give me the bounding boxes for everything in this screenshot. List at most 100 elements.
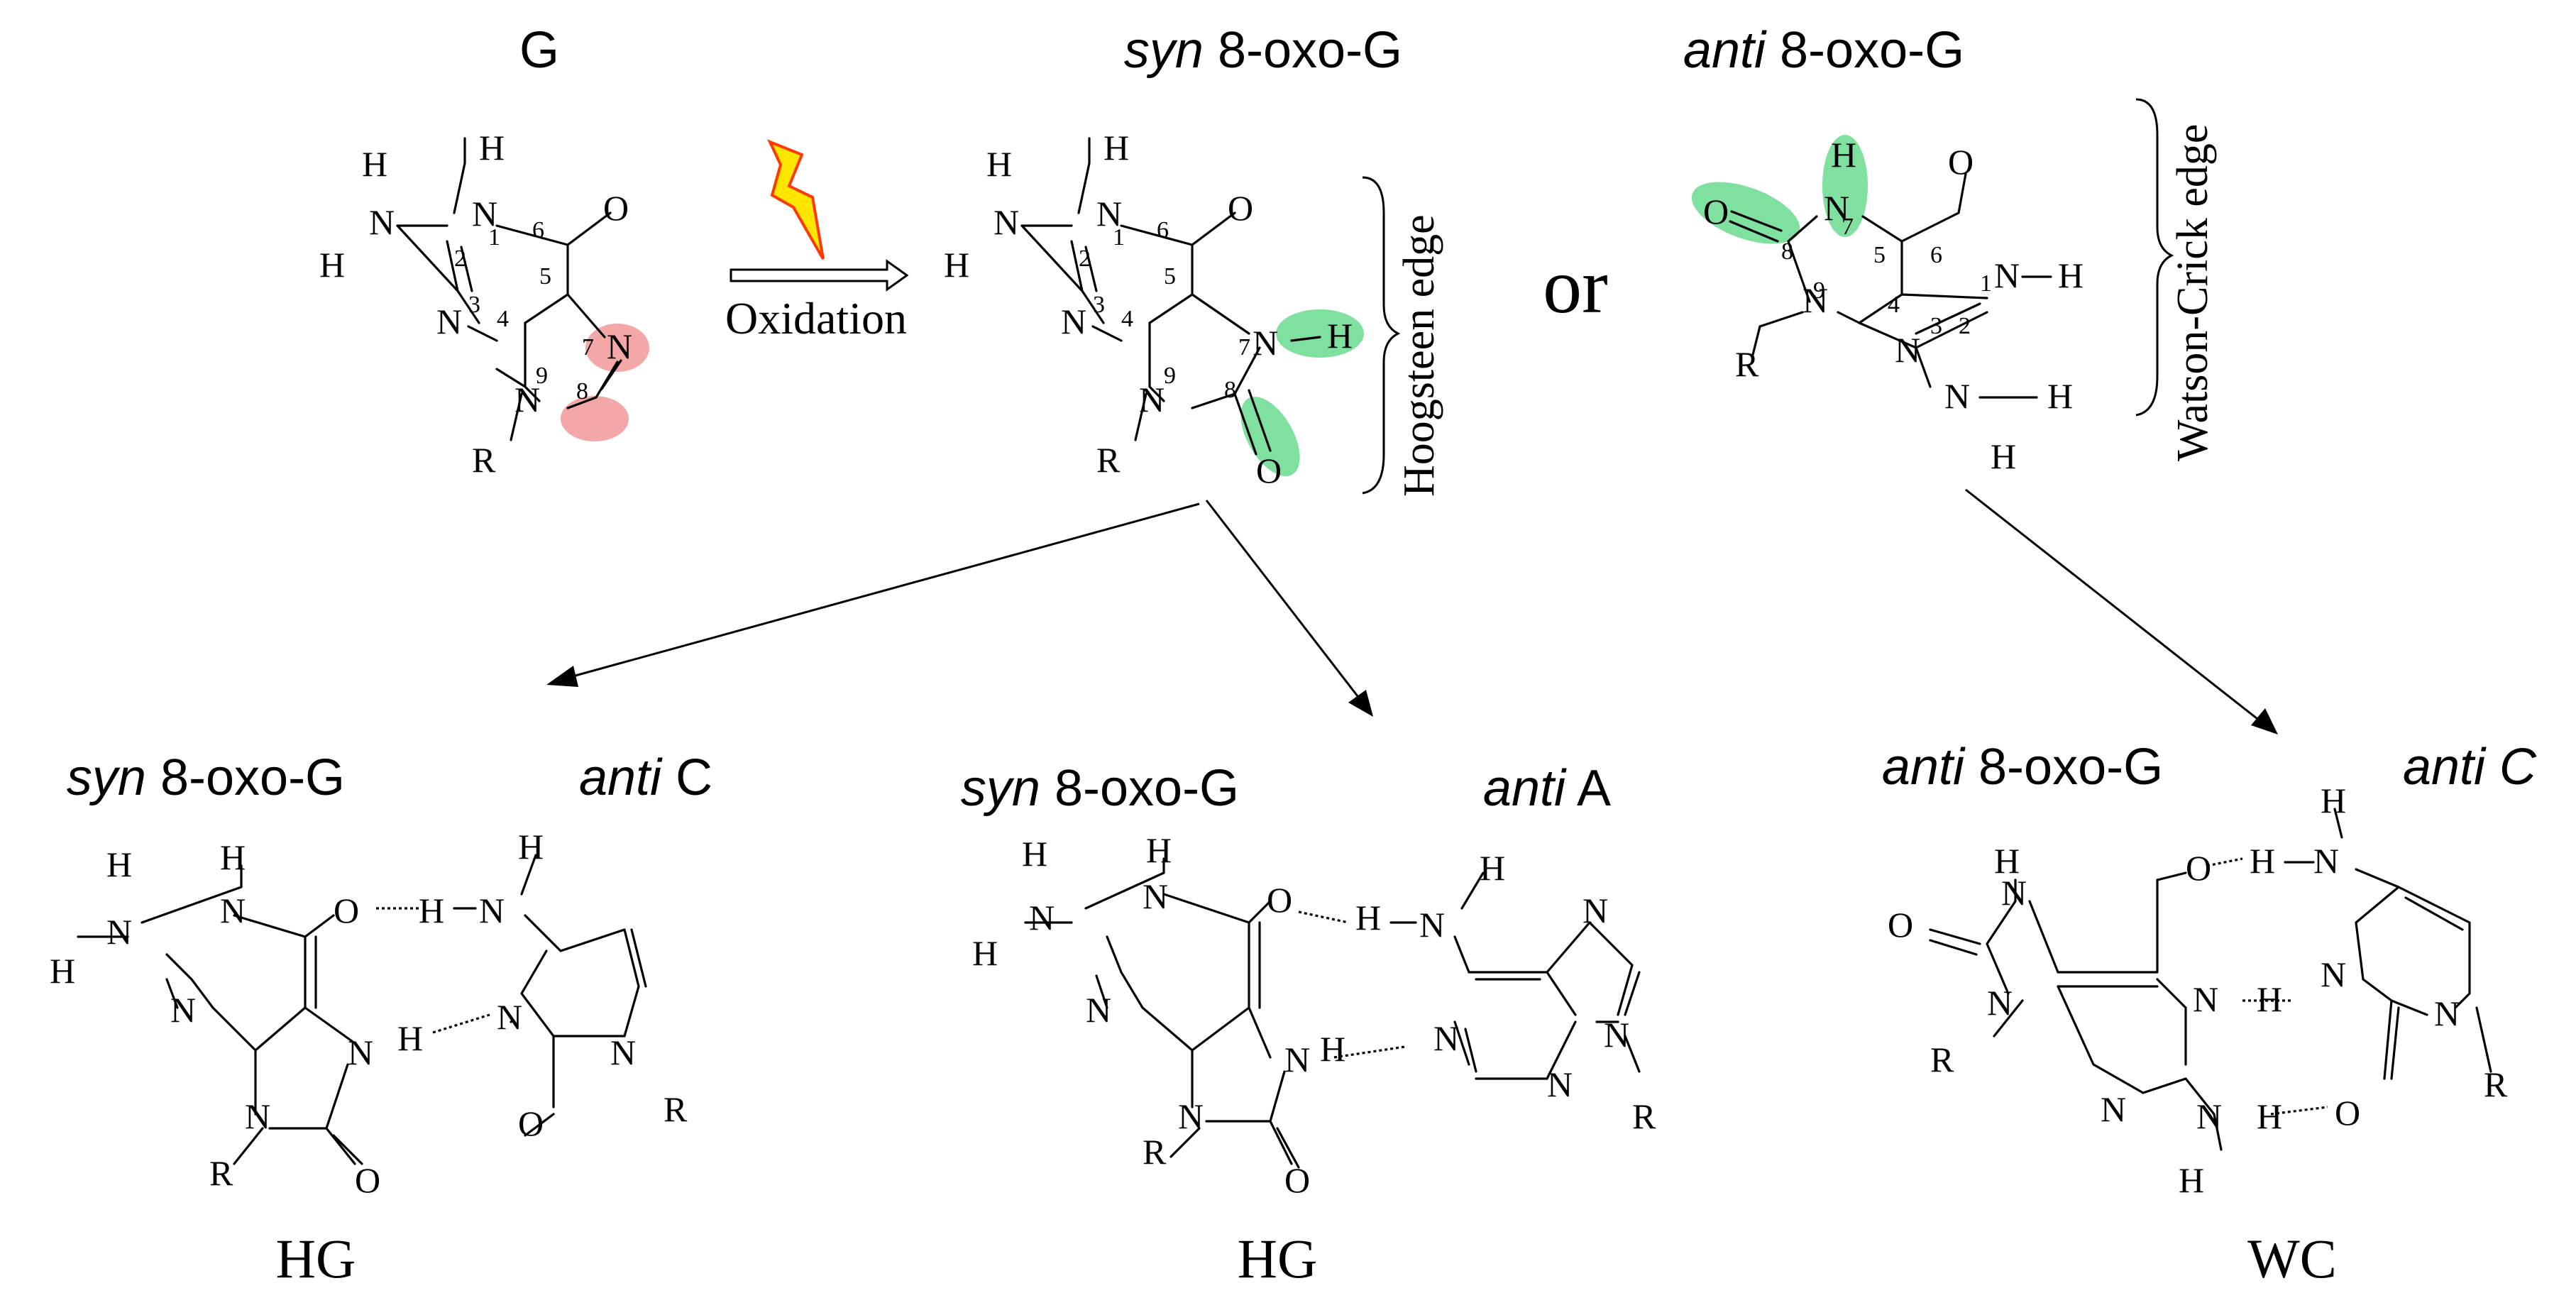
svg-text:6: 6 [1930, 242, 1942, 268]
svg-text:R: R [209, 1153, 233, 1193]
svg-text:N: N [348, 1033, 373, 1072]
arrow-to-syn-anti-c [546, 502, 1200, 687]
svg-text:O: O [334, 891, 359, 930]
svg-text:H: H [2321, 781, 2346, 820]
svg-text:H: H [518, 827, 544, 866]
svg-text:N: N [2193, 979, 2218, 1019]
or-label: or [1543, 243, 1608, 329]
svg-text:8: 8 [1781, 238, 1793, 265]
title-g: G [519, 22, 559, 79]
svg-text:R: R [2484, 1064, 2508, 1104]
svg-text:H: H [1022, 834, 1047, 874]
arrow-to-anti-anti-c [1965, 488, 2278, 734]
svg-text:H: H [1320, 1029, 1345, 1069]
svg-text:5: 5 [1873, 242, 1886, 268]
svg-text:4: 4 [1121, 306, 1133, 332]
svg-text:H: H [2058, 255, 2084, 295]
svg-text:3: 3 [468, 292, 480, 318]
svg-text:H: H [419, 891, 444, 930]
svg-text:H: H [2257, 1096, 2282, 1136]
oxidation-site-c8 [561, 396, 629, 441]
svg-text:H: H [397, 1018, 423, 1058]
svg-text:N: N [1944, 376, 1970, 416]
svg-text:N: N [479, 891, 505, 930]
oxidation-site-n7 [585, 324, 649, 372]
svg-text:N: N [2321, 954, 2346, 994]
svg-text:N: N [170, 990, 196, 1030]
svg-text:H: H [1103, 128, 1129, 167]
title-anti-8-oxo-g: anti 8-oxo-G [1683, 22, 1964, 79]
svg-text:8: 8 [1224, 377, 1236, 403]
anti-8-oxo-g-structure: O H N O N H N N R N H H 7 8 9 5 6 1 2 3 … [1691, 135, 2084, 476]
pair3-type-label: WC [2247, 1228, 2337, 1289]
svg-text:O: O [518, 1103, 544, 1143]
svg-text:H: H [986, 144, 1012, 184]
svg-text:9: 9 [1164, 363, 1176, 389]
svg-text:1: 1 [1113, 224, 1125, 251]
svg-text:O: O [1948, 142, 1974, 182]
svg-text:N: N [369, 202, 395, 242]
svg-text:1: 1 [1980, 270, 1992, 297]
svg-text:N: N [993, 202, 1019, 242]
oxidation-arrow [730, 259, 909, 292]
guanine-structure: H N H H N O N N N R 1 2 3 4 5 6 7 8 9 [319, 128, 649, 480]
svg-text:6: 6 [1157, 217, 1169, 243]
svg-text:R: R [1735, 344, 1759, 384]
svg-text:H: H [2179, 1160, 2204, 1200]
svg-text:N: N [220, 891, 246, 930]
svg-text:N: N [1419, 905, 1445, 945]
svg-text:H: H [1355, 898, 1381, 937]
svg-text:N: N [1547, 1064, 1573, 1104]
svg-text:N: N [2196, 1096, 2222, 1136]
svg-text:R: R [1143, 1132, 1167, 1172]
svg-text:1: 1 [488, 224, 500, 251]
arrow-to-syn-anti-a [1205, 500, 1373, 717]
svg-text:5: 5 [1164, 263, 1176, 290]
svg-text:N: N [1086, 990, 1111, 1030]
svg-text:O: O [1888, 905, 1913, 945]
watson-crick-brace [2135, 98, 2174, 417]
svg-text:N: N [610, 1033, 636, 1072]
svg-text:N: N [2001, 873, 2027, 913]
svg-text:O: O [1284, 1160, 1310, 1200]
svg-text:H: H [944, 245, 969, 285]
svg-text:5: 5 [539, 263, 551, 290]
svg-text:R: R [472, 440, 496, 480]
svg-text:O: O [1703, 192, 1729, 231]
svg-text:H: H [2257, 979, 2282, 1019]
pair1-right-label: anti C [579, 749, 712, 806]
svg-text:N: N [1583, 891, 1608, 930]
svg-text:N: N [2313, 841, 2339, 881]
svg-text:N: N [1604, 1015, 1629, 1055]
svg-text:7: 7 [1842, 214, 1854, 240]
svg-text:9: 9 [1813, 277, 1825, 304]
svg-text:N: N [1994, 255, 2020, 295]
svg-text:4: 4 [497, 306, 509, 332]
hoogsteen-brace [1362, 176, 1401, 495]
svg-text:N: N [1178, 1096, 1204, 1136]
svg-text:2: 2 [1079, 246, 1091, 272]
svg-text:6: 6 [532, 217, 544, 243]
svg-text:N: N [1802, 280, 1828, 320]
svg-text:N: N [1029, 898, 1055, 937]
svg-text:O: O [1256, 451, 1282, 490]
pair1-type-label: HG [276, 1228, 356, 1289]
svg-text:7: 7 [1238, 334, 1250, 360]
svg-text:N: N [497, 997, 522, 1037]
modified-site-n7h [1276, 309, 1364, 358]
modified-site-c8o [1240, 396, 1300, 477]
oxidation-label: Oxidation [725, 293, 907, 343]
svg-text:H: H [1831, 135, 1856, 175]
svg-text:2: 2 [1959, 313, 1971, 339]
pair2-type-label: HG [1238, 1228, 1318, 1289]
svg-text:H: H [1327, 316, 1353, 356]
svg-text:8: 8 [576, 378, 588, 404]
svg-text:N: N [607, 326, 632, 366]
svg-text:N: N [514, 380, 540, 419]
pair2-right-label: anti A [1483, 760, 1611, 817]
svg-text:N: N [245, 1096, 270, 1136]
pair3-right-label: anti C [2403, 739, 2537, 796]
svg-text:N: N [1061, 302, 1086, 341]
pair-syn-oxog-anti-a: H N H H N O N N H N O R H H N N N N N R [972, 830, 1656, 1200]
